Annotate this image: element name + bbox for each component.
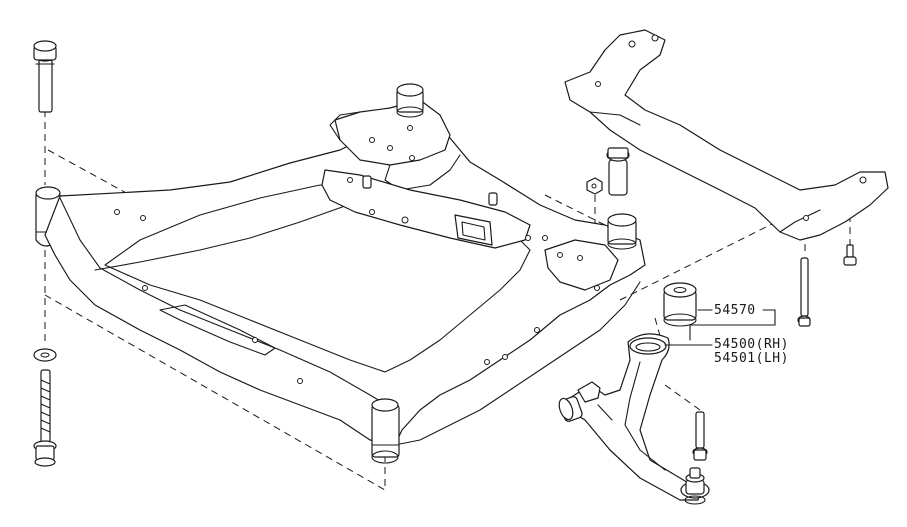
mounting-hole bbox=[407, 125, 413, 131]
callout-54501-lh: 54501(LH) bbox=[714, 351, 789, 366]
callout-leaders bbox=[664, 309, 776, 346]
control-arm-bolt bbox=[692, 411, 708, 461]
callout-54570: 54570 bbox=[714, 303, 756, 318]
mounting-hole bbox=[297, 378, 303, 384]
mounting-hole bbox=[347, 177, 353, 183]
mounting-hole bbox=[409, 155, 415, 161]
upper-mount-bolt bbox=[33, 40, 57, 113]
stabilizer-small-bolt bbox=[843, 244, 857, 266]
rear-mount-bolt bbox=[606, 147, 630, 196]
mounting-hole bbox=[577, 255, 583, 261]
front-suspension-member bbox=[44, 83, 646, 446]
stud bbox=[362, 175, 372, 189]
lower-mount-bolt bbox=[33, 369, 57, 467]
mounting-hole bbox=[484, 359, 490, 365]
washer bbox=[33, 348, 57, 362]
mounting-hole bbox=[369, 209, 375, 215]
transverse-link bbox=[558, 333, 710, 505]
mounting-hole bbox=[594, 285, 600, 291]
mounting-hole bbox=[534, 327, 540, 333]
stabilizer-bar bbox=[564, 29, 889, 241]
mounting-hole bbox=[369, 137, 375, 143]
ball-joint bbox=[680, 467, 710, 505]
mounting-hole bbox=[387, 145, 393, 151]
callout-54500-rh: 54500(RH) bbox=[714, 337, 789, 352]
mounting-hole bbox=[542, 235, 548, 241]
rear-mount-bushing bbox=[396, 83, 424, 118]
stabilizer-bolt bbox=[797, 257, 811, 327]
mounting-hole bbox=[502, 354, 508, 360]
mounting-hole bbox=[401, 216, 409, 224]
mounting-hole bbox=[557, 252, 563, 258]
mounting-hole bbox=[114, 209, 120, 215]
mounting-hole bbox=[142, 285, 148, 291]
mounting-hole bbox=[525, 235, 531, 241]
control-arm-bushing bbox=[663, 282, 697, 327]
nut bbox=[586, 177, 603, 195]
mounting-hole bbox=[252, 337, 258, 343]
front-lower-bushing bbox=[371, 398, 400, 464]
rear-right-bushing bbox=[607, 213, 637, 250]
stud bbox=[488, 192, 498, 206]
mounting-hole bbox=[140, 215, 146, 221]
